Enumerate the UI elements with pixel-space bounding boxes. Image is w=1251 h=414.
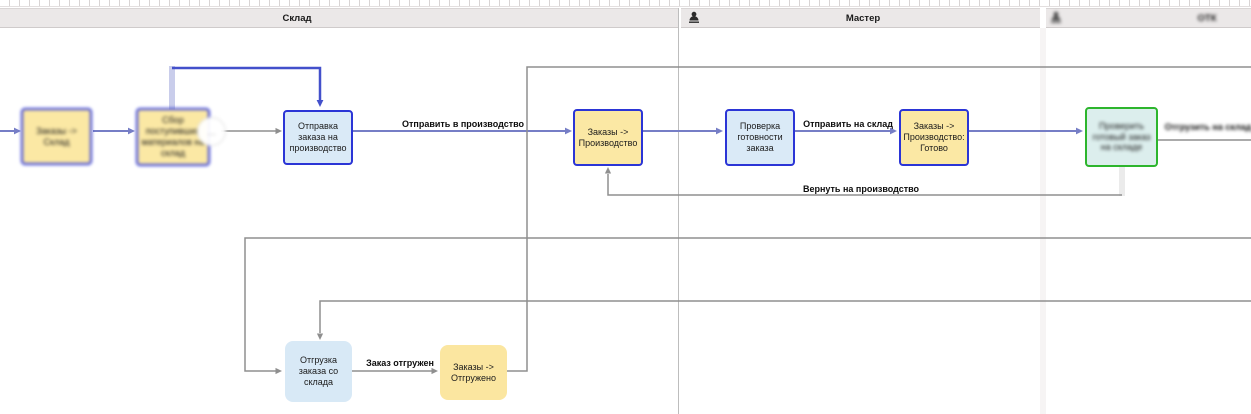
lane-divider — [1040, 28, 1046, 414]
arrowhead — [565, 127, 572, 135]
lane-header-sklad[interactable] — [0, 8, 678, 28]
edge-badge[interactable]: … — [197, 117, 226, 146]
edge-label-to-warehouse[interactable]: Отправить на склад — [803, 119, 893, 129]
arrowhead — [890, 127, 897, 135]
lane-divider — [678, 8, 679, 414]
edge-highlight — [169, 66, 175, 110]
node-send-order-to-production[interactable]: Отправка заказа на производство — [283, 110, 353, 165]
node-label: Сбор поступивших материалов на склад — [141, 115, 205, 158]
edge-into-ship-top[interactable] — [319, 300, 1251, 333]
arrowhead — [275, 127, 282, 135]
node-label: Отправка заказа на производство — [289, 121, 347, 153]
node-label: Проверка готовности заказа — [737, 121, 783, 153]
node-orders-production[interactable]: Заказы -> Производство — [573, 109, 643, 166]
arrowhead — [128, 127, 135, 135]
arrowhead — [604, 167, 612, 174]
arrowhead — [316, 100, 324, 107]
lane-title-master: Мастер — [845, 13, 881, 24]
node-label: Проверить готовый заказ на складе — [1092, 120, 1151, 153]
node-label: Отгрузка заказа со склада — [298, 355, 339, 387]
edge-highlight — [1119, 167, 1125, 196]
arrowhead — [316, 333, 324, 340]
node-label: Заказы -> Производство: Готово — [903, 121, 965, 153]
lane-title-sklad: Склад — [282, 13, 312, 24]
node-label: Заказы -> Отгружено — [451, 361, 496, 383]
node-orders-production-ready[interactable]: Заказы -> Производство: Готово — [899, 109, 969, 166]
arrowhead — [716, 127, 723, 135]
edge-label-order-shipped[interactable]: Заказ отгружен — [366, 358, 434, 368]
person-icon — [688, 11, 700, 24]
node-orders-shipped[interactable]: Заказы -> Отгружено — [440, 345, 507, 400]
badge-glyph: … — [207, 126, 216, 137]
person-icon — [1050, 11, 1062, 24]
arrowhead — [431, 367, 438, 375]
arrowhead — [1076, 127, 1083, 135]
node-check-order-at-warehouse[interactable]: Проверить готовый заказ на складе — [1085, 107, 1158, 167]
edge-label-ship-from-warehouse[interactable]: Отгрузить на склад — [1164, 122, 1251, 132]
lane-title-otk: ОТК — [1197, 13, 1217, 24]
edge-selected-to-send[interactable] — [172, 66, 322, 100]
lane-header-master[interactable] — [681, 8, 1040, 28]
arrowhead — [275, 367, 282, 375]
node-ship-order-from-warehouse[interactable]: Отгрузка заказа со склада — [285, 341, 352, 402]
node-check-order-ready[interactable]: Проверка готовности заказа — [725, 109, 795, 166]
edge-label-to-production[interactable]: Отправить в производство — [401, 119, 525, 129]
node-label: Заказы -> Склад — [36, 125, 77, 147]
node-label: Заказы -> Производство — [578, 126, 638, 148]
edge-label-return-to-production[interactable]: Вернуть на производство — [802, 184, 920, 194]
edge-shipped-out[interactable] — [507, 66, 1251, 372]
node-orders-to-warehouse[interactable]: Заказы -> Склад — [21, 108, 92, 165]
arrowhead — [14, 127, 21, 135]
ruler — [0, 0, 1251, 7]
lane-header-otk[interactable] — [1046, 8, 1251, 28]
edge-return-to-production[interactable] — [607, 174, 1122, 196]
edge-into-ship-left[interactable] — [244, 237, 1251, 372]
